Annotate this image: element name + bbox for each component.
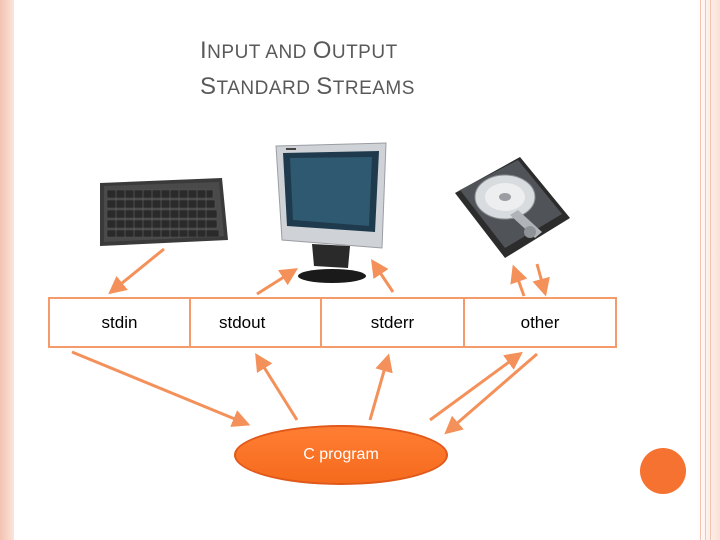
title-line-2: STANDARD STREAMS [200,73,415,100]
title-line-1: INPUT AND OUTPUT [200,37,398,64]
stream-stdout: stdout [191,299,322,346]
stream-other: other [520,312,560,332]
stream-table: stdin stdout stderr other [48,297,617,348]
keyboard-image [100,178,228,246]
arrow-keyboard-to-stdin [108,247,165,295]
stream-stdin: stdin [50,299,191,346]
arrow-stderr-to-monitor [371,259,395,293]
stream-stderr: stderr [322,299,465,346]
slide-border-right [696,0,720,540]
hard-drive-image [455,157,570,258]
arrow-stdout-to-monitor [256,268,299,296]
arrow-other-to-program [444,352,538,435]
arrow-program-to-stdout [255,352,299,421]
slide-title: INPUT AND OUTPUT STANDARD STREAMS [200,34,520,106]
slide-border-left [0,0,14,540]
decorative-circle [640,448,686,494]
c-program-node: C program [234,425,448,485]
arrow-drive-to-other [532,263,550,297]
arrow-stdin-to-program [71,350,251,427]
arrow-program-to-stderr [368,353,393,421]
arrow-other-to-drive [510,264,528,297]
arrow-program-to-other [429,351,523,422]
monitor-image [275,142,387,283]
c-program-label: C program [303,446,379,463]
